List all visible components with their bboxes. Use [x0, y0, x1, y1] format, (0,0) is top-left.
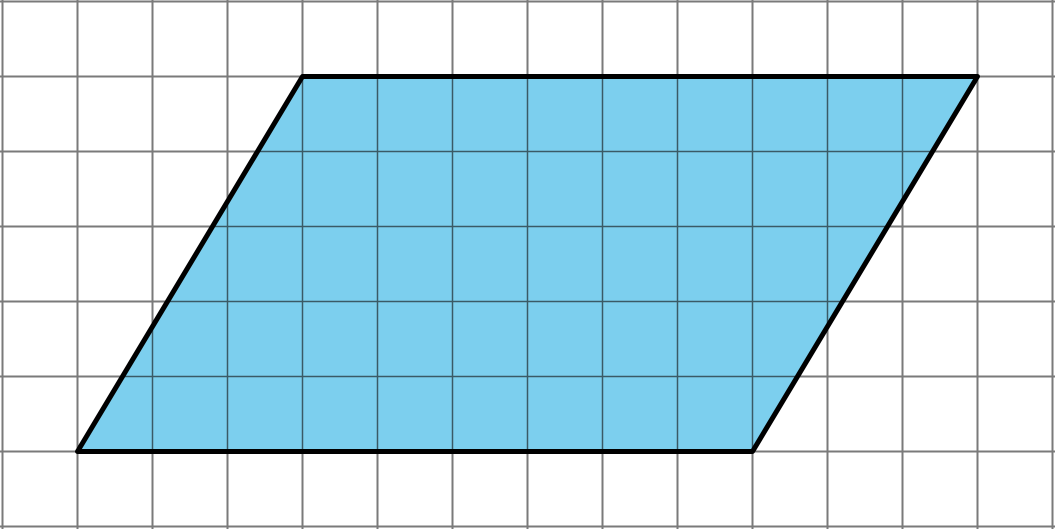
- parallelogram-outline: [75, 74, 980, 454]
